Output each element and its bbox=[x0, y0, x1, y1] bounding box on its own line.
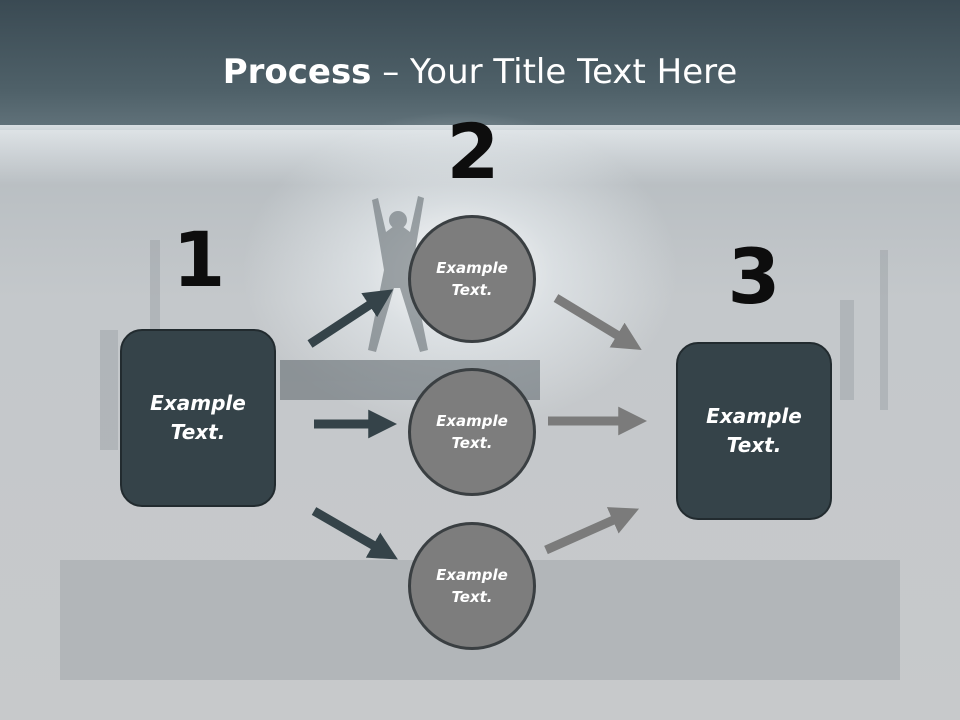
arrow-box-to-bottom-circle bbox=[311, 507, 398, 560]
circle-bottom: Example Text. bbox=[408, 522, 536, 650]
circle-top-label: Example Text. bbox=[436, 258, 508, 300]
circle-bottom-label: Example Text. bbox=[436, 565, 508, 607]
circle-middle-label: Example Text. bbox=[436, 411, 508, 453]
circle-top: Example Text. bbox=[408, 215, 536, 343]
step-number-1: 1 bbox=[172, 215, 226, 304]
slide-title: Process – Your Title Text Here bbox=[0, 52, 960, 92]
step-number-3: 3 bbox=[727, 232, 781, 321]
arrow-top-circle-to-right-box bbox=[553, 294, 642, 350]
title-bold: Process bbox=[222, 52, 372, 92]
left-step-box: Example Text. bbox=[120, 329, 276, 507]
left-step-label: Example Text. bbox=[150, 391, 246, 444]
title-banner bbox=[0, 0, 960, 130]
circle-middle: Example Text. bbox=[408, 368, 536, 496]
right-step-label: Example Text. bbox=[706, 404, 802, 457]
title-rest: – Your Title Text Here bbox=[371, 52, 738, 92]
arrow-box-to-top-circle bbox=[307, 289, 394, 348]
step-number-2: 2 bbox=[446, 107, 500, 196]
right-step-box: Example Text. bbox=[676, 342, 832, 520]
arrow-bottom-circle-to-right-box bbox=[544, 507, 640, 555]
